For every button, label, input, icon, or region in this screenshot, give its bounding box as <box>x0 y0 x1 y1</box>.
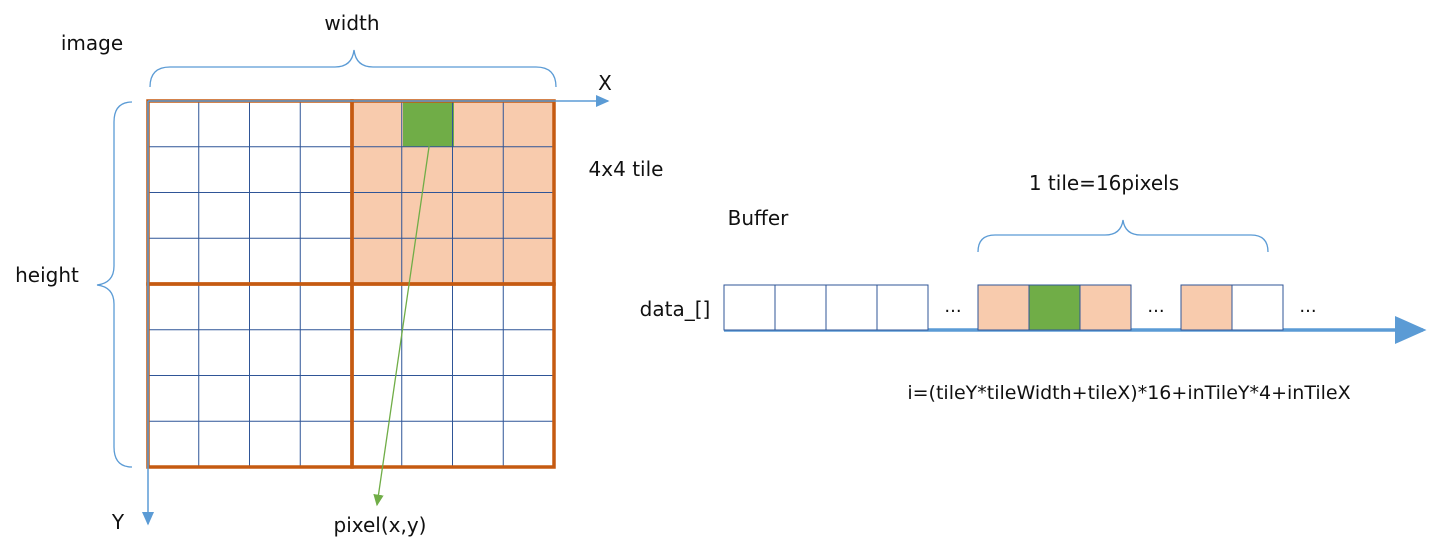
tile-label: 4x4 tile <box>589 157 664 181</box>
buffer-cell <box>723 284 776 331</box>
y-axis-label: Y <box>111 510 125 534</box>
buffer-ellipsis: ... <box>1299 296 1316 317</box>
tile-bottom-right <box>350 282 556 469</box>
buffer-ellipsis: ... <box>1147 296 1164 317</box>
index-formula: i=(tileY*tileWidth+tileX)*16+inTileY*4+i… <box>907 382 1350 404</box>
width-label: width <box>324 11 379 35</box>
pixel-mapping-arrow <box>373 139 431 507</box>
buffer-cell <box>825 284 878 331</box>
tile-size-label: 1 tile=16pixels <box>1029 171 1179 195</box>
width-brace <box>149 49 557 88</box>
buffer-cell-tile <box>977 284 1030 331</box>
buffer-cells: ......... <box>723 284 1317 331</box>
buffer-cell-tile <box>1079 284 1132 331</box>
pixel-label: pixel(x,y) <box>334 513 427 537</box>
image-label: image <box>61 31 123 55</box>
buffer-ellipsis: ... <box>944 296 961 317</box>
buffer-label: Buffer <box>728 206 789 230</box>
array-label: data_[] <box>640 297 711 321</box>
buffer-cell <box>774 284 827 331</box>
tile-size-brace <box>977 219 1269 253</box>
buffer-cell-pixel <box>1028 284 1081 331</box>
x-axis-label: X <box>598 71 612 95</box>
buffer-cell <box>1231 284 1284 331</box>
tile-borders <box>146 99 556 469</box>
height-brace <box>96 101 133 468</box>
height-label: height <box>15 263 79 287</box>
highlighted-pixel <box>403 101 454 147</box>
buffer-cell-tile <box>1180 284 1233 331</box>
buffer-cell <box>876 284 929 331</box>
